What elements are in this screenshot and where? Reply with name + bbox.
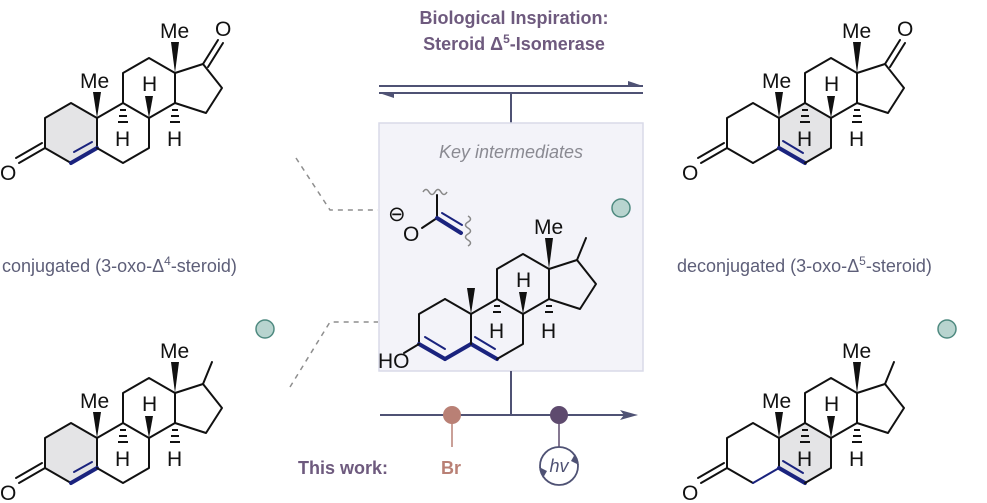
hydrogen-label: H [797,448,812,471]
key-intermediates-box: Key intermediates O ⊖ HO [378,122,644,373]
reagent-br: Br [441,458,461,478]
hydrogen-label: H [167,128,182,151]
r-group-icon [255,319,275,339]
hydrogen-label: H [824,73,839,96]
reagent-hv: hv [549,456,569,476]
hydrogen-label: H [541,320,556,343]
atom-o: O [897,18,913,41]
hydrogen-label: H [489,320,504,343]
photo-cycle-icon [539,446,579,486]
hydroxyl-label: HO [378,350,410,373]
atom-o: O [215,18,231,41]
atom-o: O [682,162,698,185]
hydrogen-label: H [797,128,812,151]
hydrogen-label: H [115,448,130,471]
hydrogen-label: H [824,393,839,416]
structure-bottom-right: O Me Me H H H [682,319,957,503]
this-work-label: This work: [298,458,388,478]
hydrogen-label: H [516,269,531,292]
structure-top-right: O O Me Me H H H [682,18,913,185]
structure-top-left: O O Me Me H H H [0,18,231,185]
r-group-icon [937,319,957,339]
hydrogen-label: H [167,448,182,471]
equilibrium-arrows [379,81,643,123]
methyl-label: Me [160,340,189,363]
box-title: Key intermediates [439,142,583,162]
this-work-arrow [380,371,638,486]
label-deconjugated: deconjugated (3-oxo-Δ5-steroid) [677,254,932,276]
label-conjugated: conjugated (3-oxo-Δ4-steroid) [2,254,237,276]
hydrogen-label: H [142,393,157,416]
methyl-label: Me [80,390,109,413]
light-node-icon [550,406,568,424]
hydrogen-label: H [115,128,130,151]
enolate-oxygen: O [403,223,419,246]
methyl-label: Me [762,70,791,93]
title-line-1: Biological Inspiration: [419,8,608,28]
hydrogen-label: H [142,73,157,96]
negative-charge-icon: ⊖ [388,203,406,226]
structure-bottom-left: O Me Me H H H [0,319,275,503]
methyl-label: Me [80,70,109,93]
methyl-label: Me [842,20,871,43]
enolate-fragment: O ⊖ [388,188,472,247]
r-group-icon [611,198,631,218]
hydrogen-label: H [849,448,864,471]
dashed-connector [295,157,378,211]
title-line-2: Steroid Δ5-Isomerase [423,32,605,54]
dashed-connector [289,321,378,388]
methyl-label: Me [762,390,791,413]
atom-o: O [0,162,16,185]
hydrogen-label: H [849,128,864,151]
methyl-label: Me [534,216,563,239]
atom-o: O [682,482,698,503]
bromine-node-icon [443,406,461,424]
methyl-label: Me [842,340,871,363]
dienol-steroid: HO Me H H H [378,198,631,373]
methyl-label: Me [160,20,189,43]
atom-o: O [0,482,16,503]
